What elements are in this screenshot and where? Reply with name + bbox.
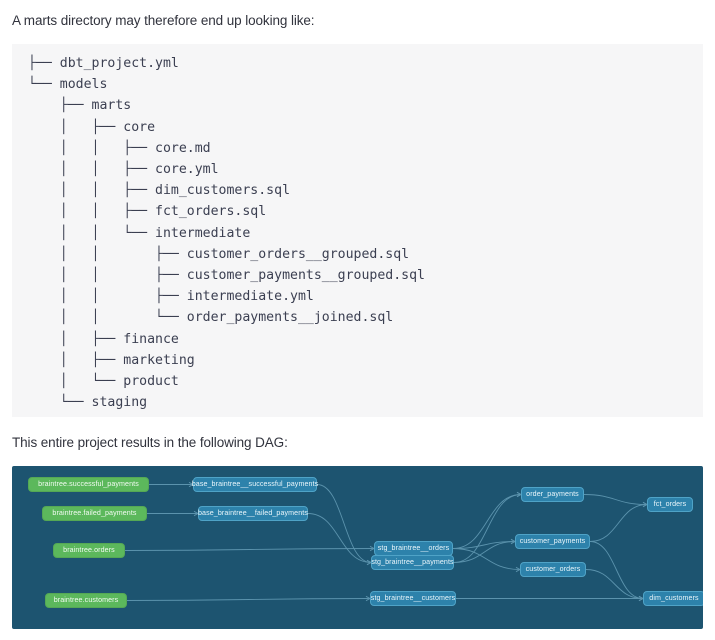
dag-edge [452,548,521,570]
dag-edge [589,541,644,599]
dag-node-braintree-customers[interactable]: braintree.customers [45,593,127,608]
dag-edge [124,548,375,551]
dag-node-stg-braintree--customers[interactable]: stg_braintree__customers [370,591,456,606]
dag-node-base-braintree--successful-payments[interactable]: base_braintree__successful_payments [192,477,318,492]
dag-edge [585,569,644,599]
dag-node-customer-orders[interactable]: customer_orders [520,562,586,577]
dag-node-stg-braintree--orders[interactable]: stg_braintree__orders [374,541,453,556]
dag-edge [453,494,522,563]
dag-node-braintree-failed-payments[interactable]: braintree.failed_payments [42,506,147,521]
dag-edge [307,513,372,563]
dag-caption: This entire project results in the follo… [12,435,288,450]
dag-edge [452,494,522,549]
dag-edge [126,598,371,601]
intro-paragraph: A marts directory may therefore end up l… [12,13,315,28]
dag-edge [452,541,516,549]
dag-node-braintree-orders[interactable]: braintree.orders [53,543,125,558]
dag-edge [316,484,372,563]
directory-tree-text: ├── dbt_project.yml └── models ├── marts… [28,56,425,411]
dag-node-braintree-successful-payments[interactable]: braintree.successful_payments [28,477,149,492]
directory-tree-code-block: ├── dbt_project.yml └── models ├── marts… [12,44,703,417]
dag-edge [589,504,648,542]
dag-node-fct-orders[interactable]: fct_orders [647,497,693,512]
dag-node-order-payments[interactable]: order_payments [521,487,584,502]
dag-diagram-panel: braintree.successful_payments braintree.f… [12,466,703,629]
dag-edges-layer [124,481,648,602]
dag-node-stg-braintree--payments[interactable]: stg_braintree__payments [371,555,454,570]
dag-node-base-braintree--failed-payments[interactable]: base_braintree__failed_payments [198,506,308,521]
dag-node-dim-customers[interactable]: dim_customers [643,591,703,606]
dag-node-customer-payments[interactable]: customer_payments [515,534,590,549]
dag-edge [583,494,648,505]
